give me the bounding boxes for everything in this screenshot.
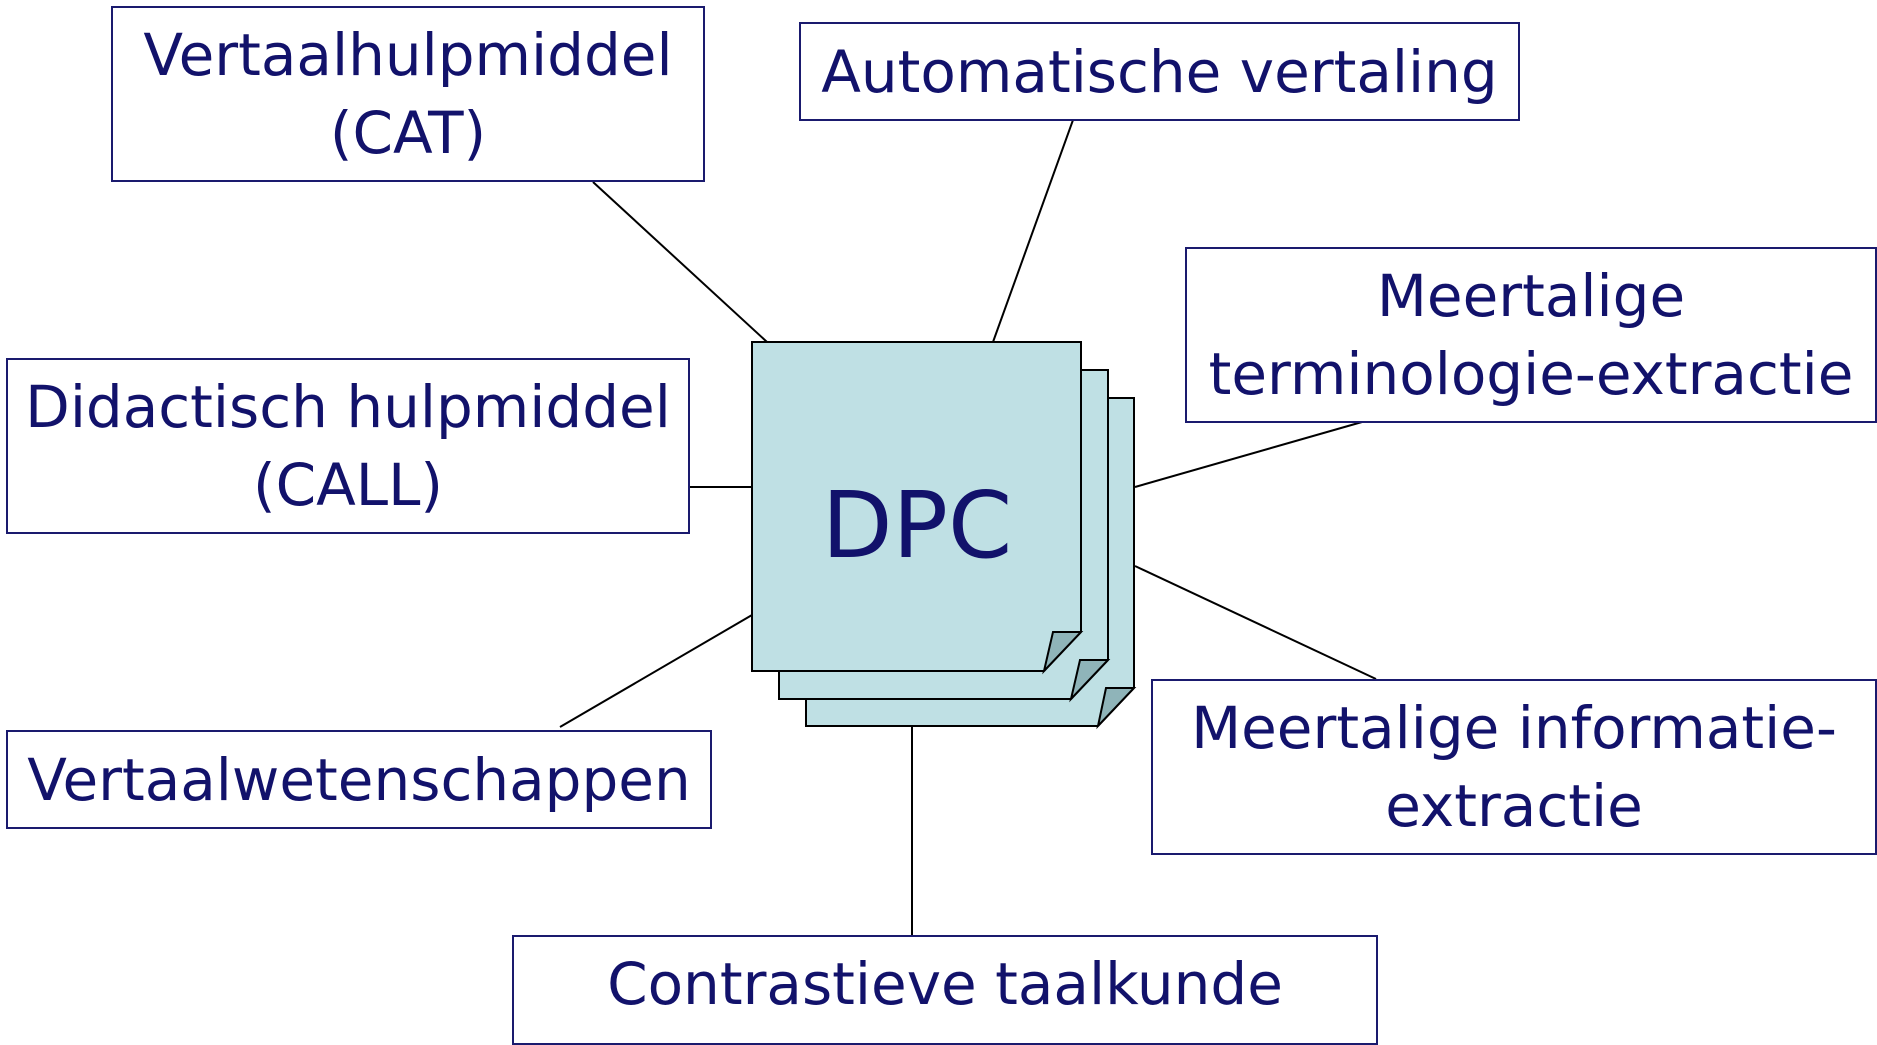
node-trans-line-1: Vertaalwetenschappen [27,745,691,814]
center-label-dpc: DPC [821,471,1013,579]
node-term-line-1: Meertalige [1376,262,1686,330]
node-contrastive-linguistics: Contrastieve taalkunde [512,935,1378,1045]
node-translation-studies: Vertaalwetenschappen [6,730,712,829]
connector-info [1134,565,1377,680]
connector-cat [592,181,768,343]
node-info-line-2: extractie [1385,772,1643,840]
node-mt-line-1: Automatische vertaling [821,37,1498,106]
node-cat-line-1: Vertaalhulpmiddel [143,21,673,89]
node-information-extraction: Meertalige informatie- extractie [1151,679,1877,855]
connector-term [1134,421,1363,488]
node-contrast-line-1: Contrastieve taalkunde [607,950,1283,1018]
node-call-line-1: Didactisch hulpmiddel [25,373,671,441]
node-machine-translation: Automatische vertaling [799,22,1520,121]
node-call: Didactisch hulpmiddel (CALL) [6,358,690,534]
node-cat: Vertaalhulpmiddel (CAT) [111,6,705,182]
node-call-line-2: (CALL) [252,451,444,519]
node-cat-line-2: (CAT) [329,99,487,167]
node-term-line-2: terminologie-extractie [1208,340,1854,408]
connector-trans [559,614,753,728]
connector-mt [992,119,1074,343]
node-info-line-1: Meertalige informatie- [1191,694,1837,762]
stack-page-front [751,341,1084,675]
node-terminology-extraction: Meertalige terminologie-extractie [1185,247,1877,423]
document-stack-icon [751,341,1137,730]
